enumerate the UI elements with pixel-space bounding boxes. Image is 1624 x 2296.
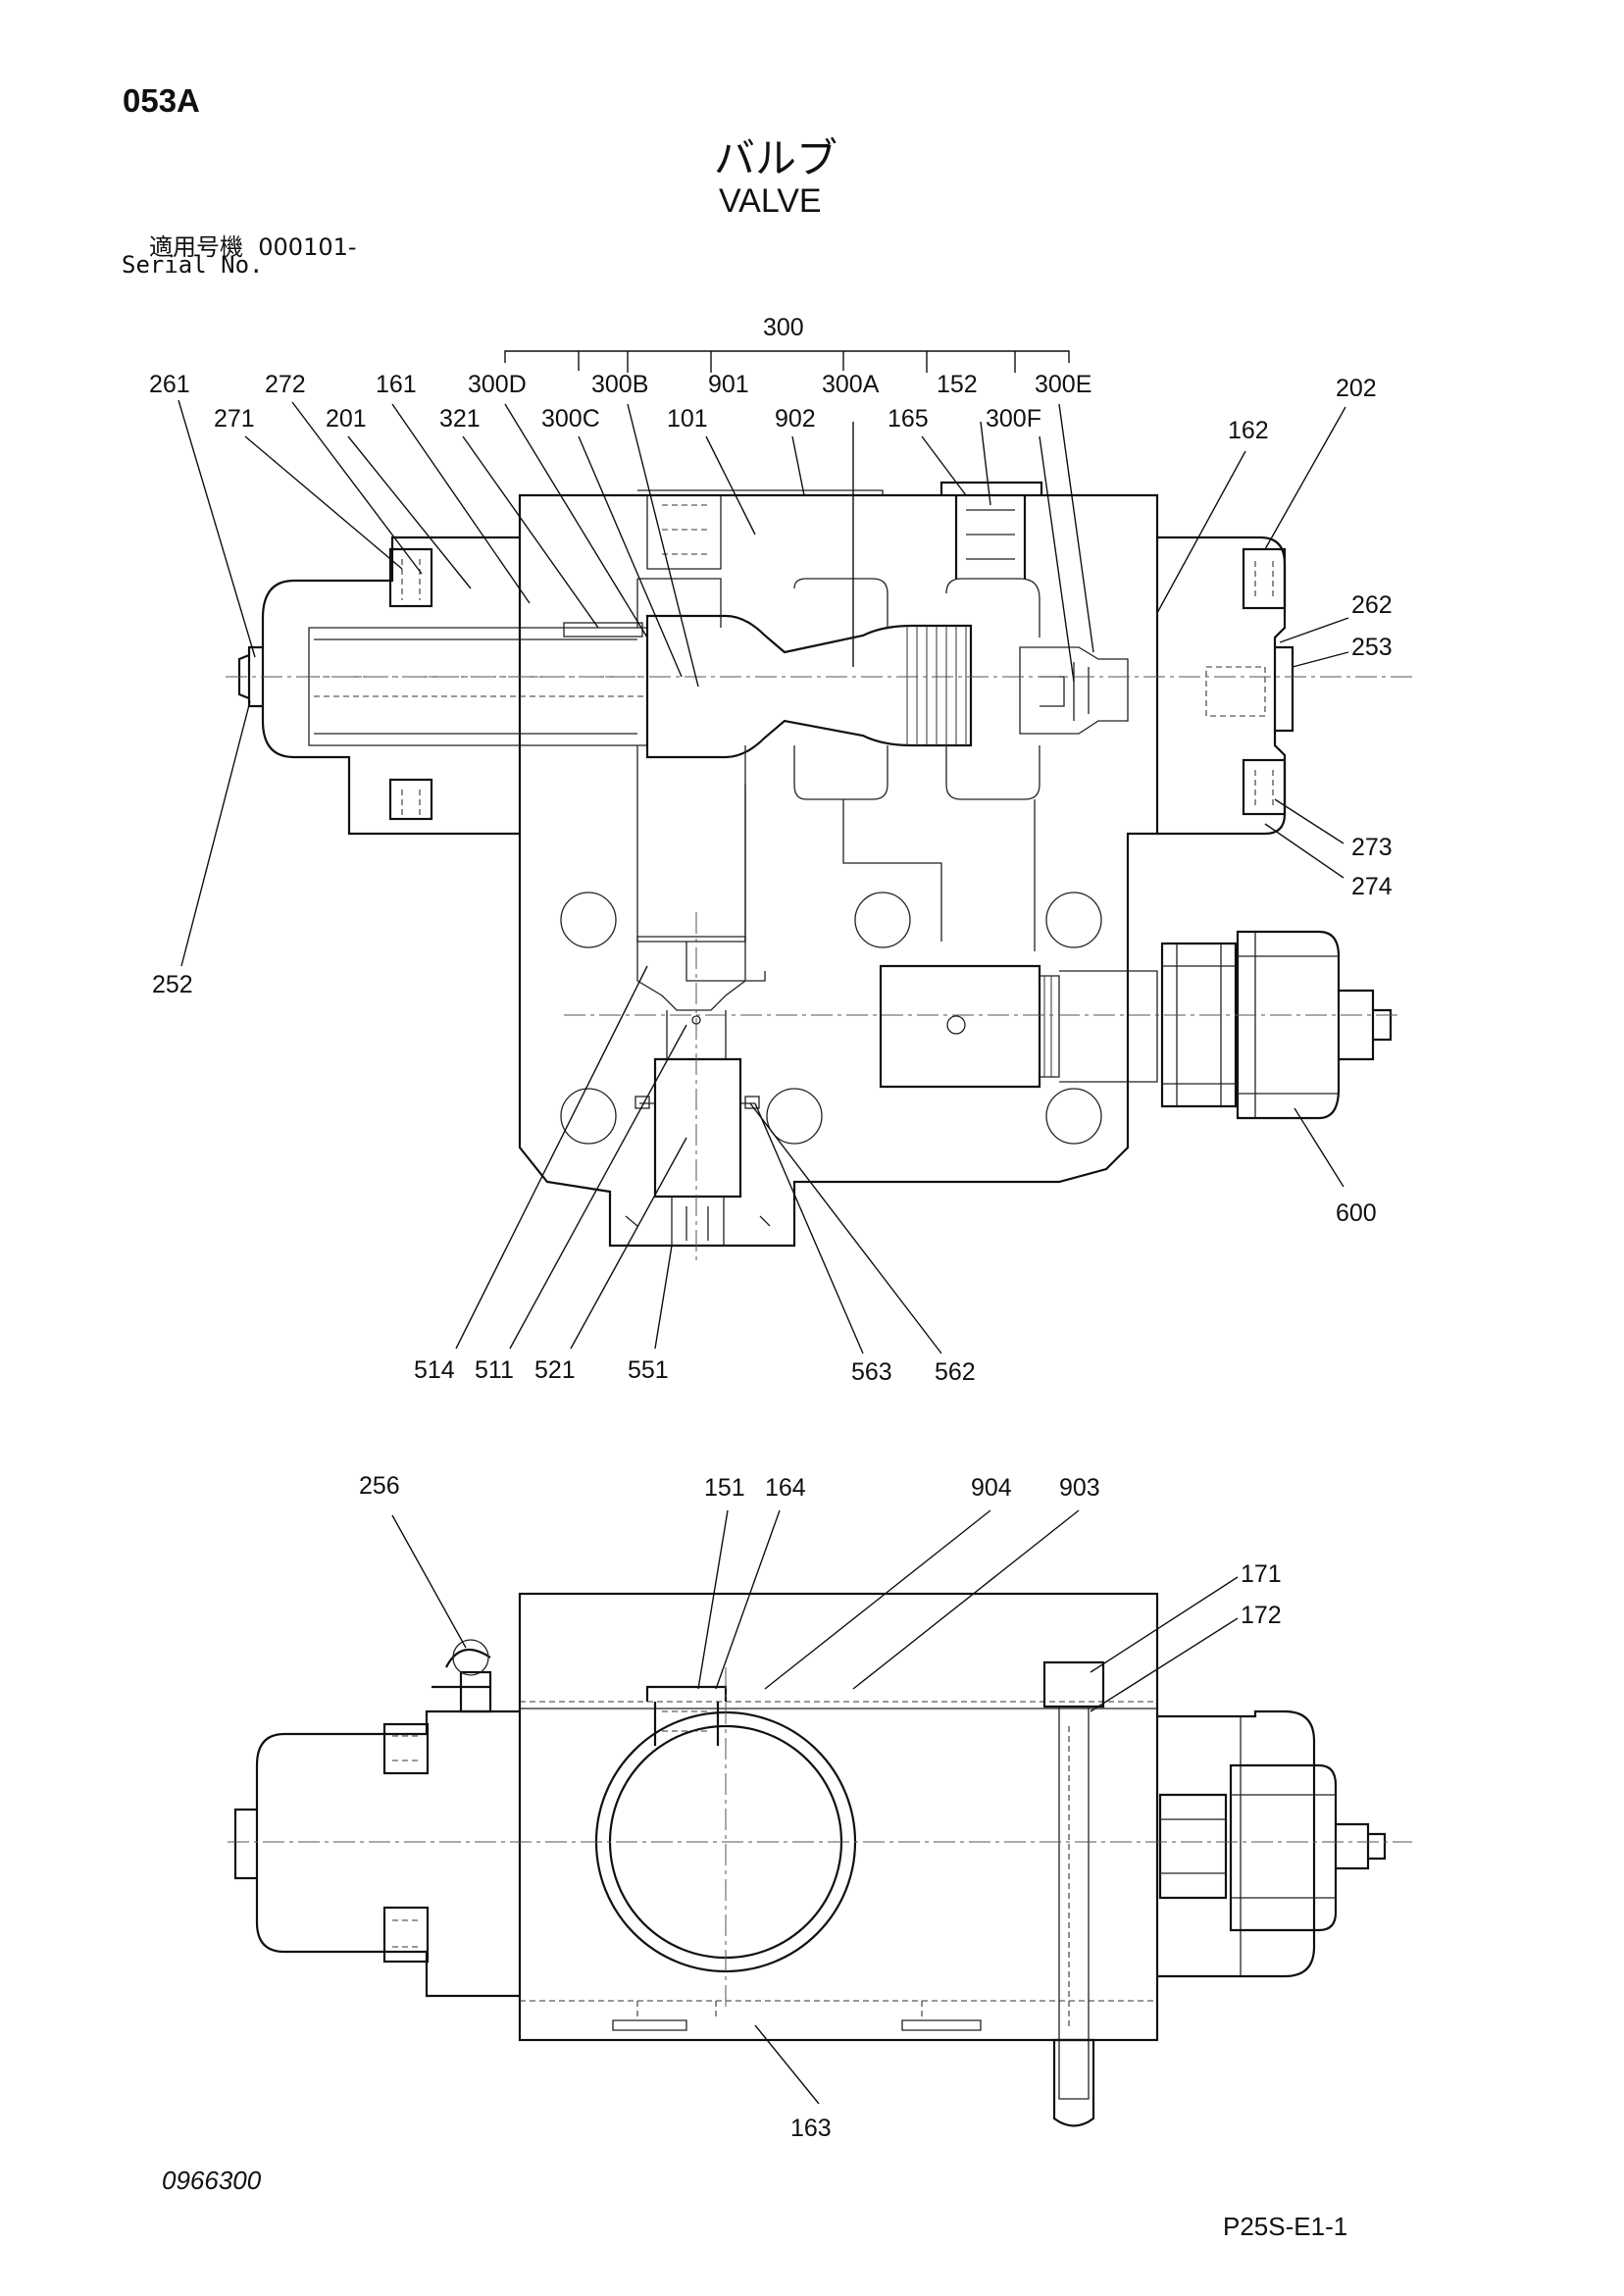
leader-lines-bottom [391, 1509, 1239, 2105]
serial-label-english: Serial No. [122, 251, 264, 279]
left-cover-bolt-lower [388, 778, 433, 821]
top-port-plug [939, 481, 1043, 579]
bolt-hole-3 [1045, 892, 1102, 948]
callout-904: 904 [971, 1474, 1012, 1502]
callout-163: 163 [790, 2115, 832, 2142]
page-code: 053A [123, 82, 200, 119]
callout-901: 901 [708, 371, 749, 398]
callout-256: 256 [359, 1472, 400, 1500]
title-english: VALVE [719, 182, 822, 220]
bolt-hole-2 [854, 892, 911, 948]
callout-300: 300 [763, 314, 804, 341]
check-poppet-body [653, 1057, 742, 1199]
callout-600: 600 [1336, 1199, 1377, 1227]
spool-land-hatching [906, 626, 967, 745]
right-cover-outline [1157, 536, 1287, 836]
air-bleed-256 [431, 1648, 492, 1713]
left-cover-bolt-upper [388, 547, 433, 608]
relief-lock-nut [1160, 942, 1238, 1108]
callout-300D: 300D [468, 371, 527, 398]
callout-152: 152 [937, 371, 978, 398]
right-cover-bolt-lower [1242, 758, 1287, 816]
left-cover-outline [261, 536, 520, 836]
bolt-hole-5 [766, 1088, 823, 1145]
callout-172: 172 [1241, 1602, 1282, 1629]
bolt-hole-6 [1045, 1088, 1102, 1145]
callout-201: 201 [326, 405, 367, 433]
callout-161: 161 [376, 371, 417, 398]
callout-551: 551 [628, 1356, 669, 1384]
valve-block-outline [518, 1592, 1159, 2042]
callout-162: 162 [1228, 417, 1269, 444]
callout-902: 902 [775, 405, 816, 433]
callout-300B: 300B [591, 371, 648, 398]
right-cover-bolt-upper [1242, 547, 1287, 610]
valve-body-outline [518, 493, 1159, 1248]
spool-300 [645, 614, 973, 759]
valve-external-view: 256 151 164 904 903 171 172 163 [228, 1472, 1412, 2142]
page-reference: P25S-E1-1 [1223, 2212, 1348, 2241]
callout-903: 903 [1059, 1474, 1100, 1502]
callout-253: 253 [1351, 634, 1393, 661]
callout-165: 165 [888, 405, 929, 433]
serial-label-japanese: 適用号機 000101- [149, 228, 357, 262]
left-cover-bolt-b [382, 1906, 430, 1964]
callout-300F: 300F [986, 405, 1041, 433]
bolt-hole-1 [560, 892, 617, 948]
callout-252: 252 [152, 971, 193, 998]
callout-300A: 300A [822, 371, 880, 398]
relief-valve-cartridge [879, 964, 1041, 1089]
title-japanese: バルブ [714, 134, 838, 182]
left-cover-external [255, 1709, 520, 1998]
poppet-seat [636, 936, 746, 1011]
bottom-view-callouts: 256 151 164 904 903 171 172 163 [359, 1472, 1282, 2142]
callout-514: 514 [414, 1356, 455, 1384]
callout-274: 274 [1351, 873, 1393, 900]
callout-261: 261 [149, 371, 190, 398]
callout-101: 101 [667, 405, 708, 433]
callout-562: 562 [935, 1358, 976, 1386]
document-number: 0966300 [162, 2166, 262, 2195]
pilot-valve-right [1019, 646, 1129, 735]
serial-value: 000101- [258, 233, 357, 261]
callout-300E: 300E [1035, 371, 1091, 398]
adjusting-screw [1339, 989, 1393, 1061]
callout-300C: 300C [541, 405, 600, 433]
piston-321 [563, 622, 643, 638]
callout-521: 521 [534, 1356, 576, 1384]
port-cavity-center [793, 578, 888, 800]
callout-321: 321 [439, 405, 481, 433]
callout-563: 563 [851, 1358, 892, 1386]
callout-164: 164 [765, 1474, 806, 1502]
bolt-hole-4 [560, 1088, 617, 1145]
port-cavity-left [636, 578, 746, 943]
callout-273: 273 [1351, 834, 1393, 861]
top-view-callouts: 300 261 272 161 300D 300B 901 300A 152 3… [149, 314, 1393, 1386]
port-cavity-right [945, 578, 1040, 800]
callout-511: 511 [475, 1356, 514, 1384]
callout-171: 171 [1241, 1560, 1282, 1588]
group-300-bracket [504, 350, 1070, 373]
top-plug-151 [645, 1685, 728, 1746]
relief-nut-external [1158, 1793, 1228, 1900]
callout-202: 202 [1336, 375, 1377, 402]
relief-cap-external [1229, 1763, 1338, 1932]
callout-262: 262 [1351, 591, 1393, 619]
right-cover-external [1157, 1709, 1316, 1978]
mounting-bolt-171 [1042, 1660, 1105, 1709]
left-cover-bolt-a [382, 1722, 430, 1775]
valve-section-view: 300 261 272 161 300D 300B 901 300A 152 3… [149, 314, 1412, 1386]
serial-label-jp-text: 適用号機 [149, 233, 243, 261]
callout-272: 272 [265, 371, 306, 398]
leader-lines-top [178, 399, 1349, 1354]
callout-151: 151 [704, 1474, 745, 1502]
callout-271: 271 [214, 405, 255, 433]
relief-cap-nut [1236, 930, 1341, 1120]
